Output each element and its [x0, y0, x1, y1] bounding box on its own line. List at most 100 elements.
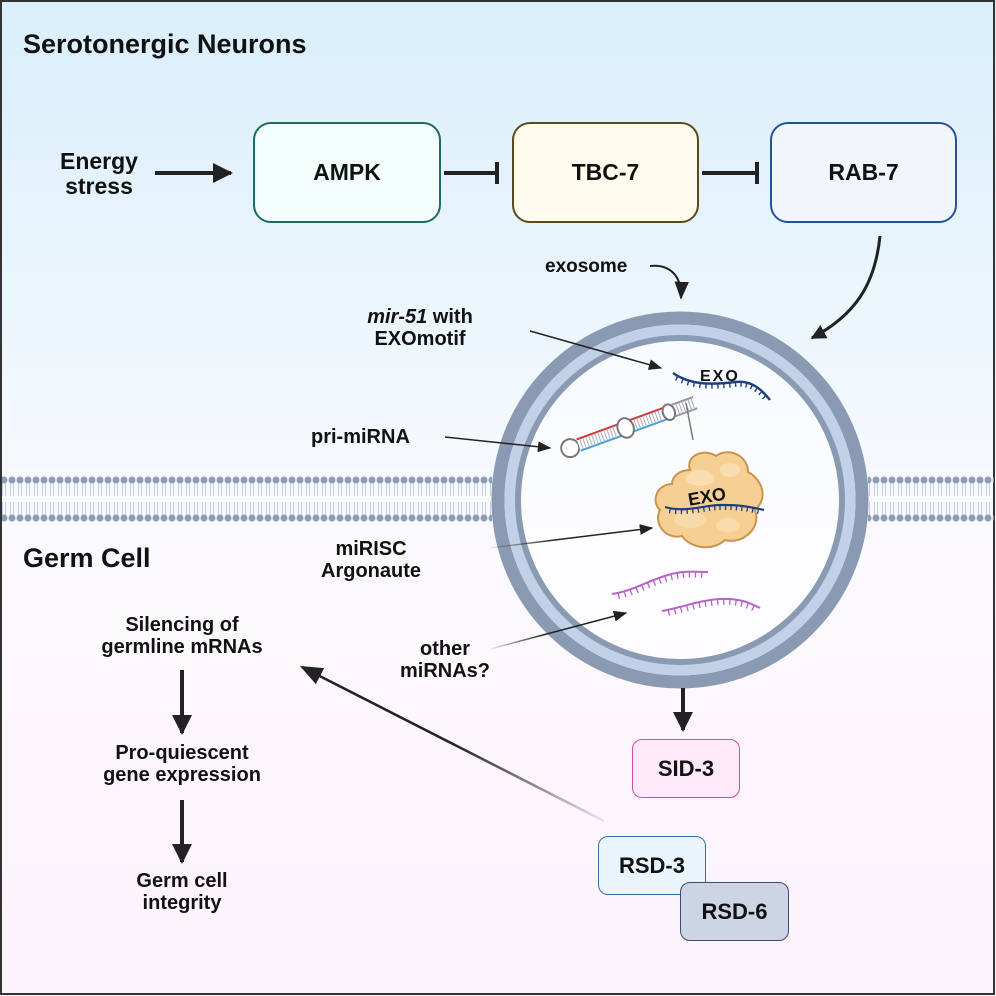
strand-tick	[708, 505, 711, 512]
strand-tick	[751, 604, 755, 611]
energy-stress-label: Energy stress	[45, 148, 153, 200]
membrane-bilayer-right	[868, 476, 994, 522]
strand-tick	[697, 507, 700, 513]
hairpin-rung	[678, 403, 683, 413]
other-mirnas-line1: other	[420, 638, 470, 660]
exosome-label: exosome	[545, 256, 628, 277]
strand-tick	[641, 584, 645, 591]
mir51-motif-label: EXO	[700, 368, 740, 385]
hairpin-rung	[645, 415, 650, 425]
mirisc-label-line2: Argonaute	[321, 560, 421, 582]
strand-tick	[686, 380, 690, 386]
node-ampk: AMPK	[253, 122, 441, 223]
strand-tick	[762, 394, 767, 400]
strand-tick	[652, 579, 657, 587]
step-integrity: Germ cell integrity	[72, 870, 292, 914]
hairpin-rung	[642, 416, 647, 426]
section-title-serotonergic-neurons: Serotonergic Neurons	[23, 29, 307, 59]
pri-mirna-label: pri-miRNA	[311, 426, 410, 448]
strand-tick	[658, 577, 662, 584]
strand-tick	[702, 506, 705, 512]
membrane-bilayer-left	[2, 476, 492, 522]
node-ampk-label: AMPK	[313, 159, 381, 185]
strand-tick	[698, 602, 701, 609]
strand-tick	[667, 609, 671, 616]
hairpin-rung	[591, 434, 596, 445]
step-proquiescent: Pro-quiescent gene expression	[72, 742, 292, 786]
strand-tick	[728, 382, 731, 388]
other-mirnas-line2: miRNAs?	[399, 660, 490, 682]
hairpin-rung	[633, 419, 638, 430]
protein-sid3-label: SID-3	[657, 755, 715, 781]
arrow-rab7-to-exosome	[810, 235, 882, 340]
strand-tick	[668, 508, 672, 514]
hairpin-rung	[687, 399, 692, 410]
arrow-exosome-label	[649, 264, 689, 300]
strand-tick	[745, 602, 750, 609]
strand-tick	[676, 572, 679, 579]
hairpin-rung	[657, 410, 662, 421]
strand-tick	[740, 600, 744, 607]
hairpin-rung	[594, 433, 599, 444]
protein-sid3: SID-3	[632, 739, 740, 798]
strand-tick	[635, 587, 639, 594]
node-tbc7: TBC-7	[512, 122, 699, 223]
mirisc-label: miRISC Argonaute	[305, 538, 437, 582]
strand-tick	[646, 582, 651, 589]
strand-tick	[685, 605, 689, 612]
strand-tick	[745, 382, 748, 388]
protein-rsd6-label: RSD-6	[701, 898, 768, 924]
hairpin-rung	[600, 431, 605, 442]
hairpin-rung	[585, 436, 590, 447]
hairpin-rung	[648, 413, 653, 424]
step-integrity-line1: Germ cell	[136, 870, 228, 892]
step-silencing: Silencing of germline mRNAs	[72, 614, 292, 658]
strand-tick	[692, 603, 695, 610]
arrow-rsd-to-silencing	[299, 665, 605, 823]
mir51-label-line2: EXOmotif	[374, 328, 466, 350]
pri-mirna-hairpin	[560, 396, 698, 459]
section-title-germ-cell: Germ Cell	[23, 543, 151, 573]
mirisc-label-line1: miRISC	[335, 538, 407, 560]
step-silencing-line2: germline mRNAs	[101, 636, 263, 658]
hairpin-rung	[588, 435, 593, 446]
energy-stress-line2: stress	[65, 173, 133, 200]
strand-tick	[629, 589, 633, 596]
other-mirnas-label: other miRNAs?	[395, 638, 495, 682]
hairpin-rung	[654, 411, 659, 422]
strand-tick	[682, 571, 685, 579]
arrow-mir51	[529, 330, 663, 370]
hairpin-rung	[675, 404, 680, 414]
mir51-label: mir-51 with EXOmotif	[355, 306, 485, 350]
strand-tick	[617, 592, 621, 599]
strand-tick	[751, 507, 754, 513]
node-rab7-label: RAB-7	[828, 159, 899, 185]
mir51-strand	[672, 371, 771, 401]
hairpin-rung	[609, 428, 614, 438]
strand-tick	[679, 606, 683, 613]
strand-tick	[670, 574, 673, 581]
strand-tick	[692, 381, 696, 388]
argonaute-complex	[654, 451, 765, 549]
other-mirnas	[611, 570, 761, 616]
mir51-label-italic: mir-51	[367, 306, 428, 328]
arrow-pri-mirna	[444, 436, 552, 453]
strand-tick	[674, 375, 679, 381]
strand-tick	[698, 382, 701, 389]
mir51-label-rest: with	[427, 306, 473, 328]
strand-tick	[734, 599, 737, 606]
hairpin-rung	[690, 398, 695, 409]
strand-tick	[758, 390, 763, 396]
strand-tick	[710, 599, 713, 606]
strand-tick	[691, 508, 694, 514]
strand-tick	[746, 506, 749, 512]
hairpin-rung	[582, 438, 587, 448]
strand-tick	[734, 381, 737, 388]
hairpin-rung	[681, 401, 686, 412]
hairpin-rung	[612, 427, 617, 437]
strand-tick	[623, 591, 627, 598]
step-proquiescent-line1: Pro-quiescent	[115, 742, 249, 764]
strand-tick	[704, 600, 707, 607]
node-tbc7-label: TBC-7	[571, 159, 640, 185]
hairpin-rung	[651, 412, 656, 423]
